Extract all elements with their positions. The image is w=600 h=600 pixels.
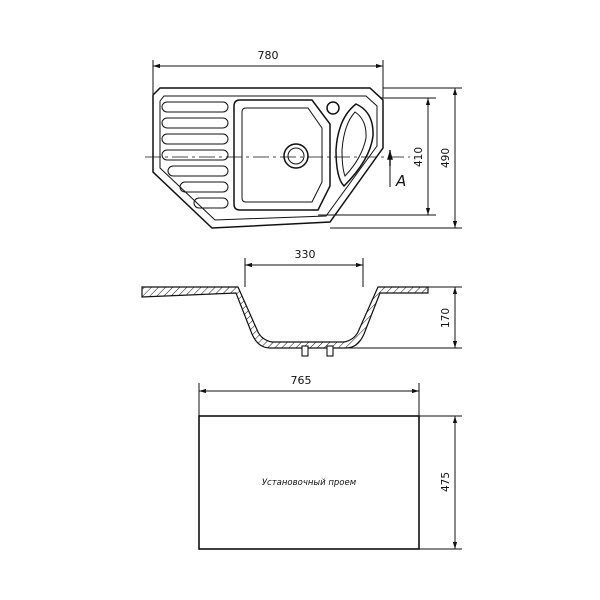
small-bowl-inner [341, 111, 367, 177]
width-dimension-label: 780 [258, 49, 279, 62]
sink-inner-rim [159, 95, 378, 221]
mounting-lug-left [301, 345, 309, 357]
drain-outer-icon [283, 143, 309, 169]
cutout-caption: Установочный проем [262, 478, 357, 488]
inner-depth-dimension-label: 410 [413, 147, 425, 167]
section-label: A [395, 172, 406, 190]
mounting-lug-right [326, 345, 334, 357]
drainboard-ribs [161, 101, 229, 209]
top-view: A 780 490 410 [145, 49, 462, 229]
faucet-hole-icon [326, 101, 340, 115]
section-view: 330 170 [141, 248, 462, 357]
cutout-width-dimension-label: 765 [291, 374, 312, 387]
cutout-rectangle [198, 415, 420, 550]
bowl-width-dimension-label: 330 [295, 248, 316, 261]
main-bowl-outer [233, 99, 331, 211]
bowl-depth-dimension-label: 170 [440, 308, 452, 328]
small-bowl-outer [335, 103, 374, 188]
cutout-height-dimension-label: 475 [440, 472, 452, 492]
main-bowl-inner [241, 107, 323, 203]
cutout-view: Установочный проем 765 475 [198, 374, 462, 550]
section-profile-hatched [141, 286, 429, 349]
sink-outer-outline [152, 87, 384, 229]
drain-inner-icon [287, 147, 305, 165]
depth-dimension-label: 490 [440, 148, 452, 168]
